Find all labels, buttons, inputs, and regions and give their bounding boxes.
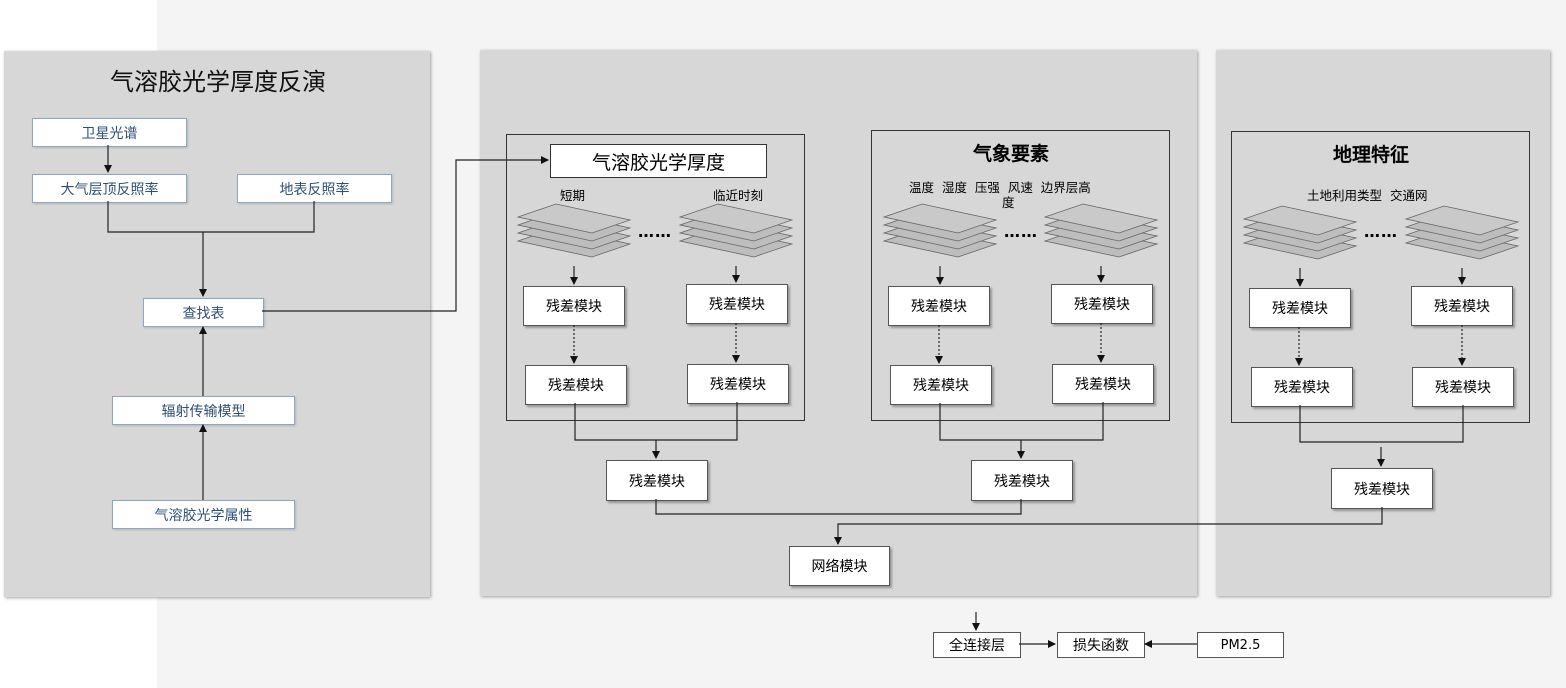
geo-residual-2a: 残差模块 — [1411, 286, 1513, 326]
aod-merge-residual: 残差模块 — [606, 460, 708, 501]
network-module: 网络模块 — [789, 546, 890, 586]
loss-function-node: 损失函数 — [1057, 632, 1145, 658]
aod-retrieval-title: 气溶胶光学厚度反演 — [110, 68, 326, 96]
layer-sheet — [1043, 203, 1159, 234]
fully-connected-layer: 全连接层 — [933, 632, 1021, 658]
geo-stack-right-icon — [1404, 205, 1520, 260]
aod-stack-right-icon — [678, 203, 794, 258]
meteo-residual-1a: 残差模块 — [888, 286, 990, 326]
layer-sheet — [1242, 205, 1358, 236]
layer-sheet — [882, 203, 998, 234]
meteo-merge-residual: 残差模块 — [971, 460, 1073, 501]
layer-sheet — [516, 203, 632, 234]
toa-reflectance-node: 大气层顶反照率 — [32, 174, 187, 203]
satellite-spectrum-node: 卫星光谱 — [32, 118, 187, 147]
radiative-transfer-node: 辐射传输模型 — [112, 396, 295, 425]
layer-sheet — [1404, 205, 1520, 236]
surface-reflectance-node: 地表反照率 — [237, 174, 392, 203]
geo-merge-residual: 残差模块 — [1331, 468, 1433, 509]
geo-frame — [1231, 131, 1530, 423]
meteo-ellipsis: …… — [1004, 222, 1038, 241]
geo-ellipsis: …… — [1364, 222, 1398, 241]
aod-title: 气溶胶光学厚度 — [591, 151, 725, 174]
arrows — [104, 145, 1466, 648]
aod-short-term-label: 短期 — [560, 188, 586, 203]
aod-title-box: 气溶胶光学厚度 — [550, 144, 767, 178]
aod-ellipsis: …… — [638, 222, 672, 241]
aod-recent-label: 临近时刻 — [713, 188, 764, 203]
meteo-title: 气象要素 — [973, 143, 1050, 165]
geo-title: 地理特征 — [1333, 144, 1410, 166]
meteo-residual-1b: 残差模块 — [890, 365, 992, 405]
aod-residual-2b: 残差模块 — [687, 364, 789, 404]
aod-residual-2a: 残差模块 — [686, 284, 788, 324]
layer-stacks — [516, 203, 1520, 260]
meteo-stack-right-icon — [1043, 203, 1159, 258]
layer-sheet — [678, 203, 794, 234]
geo-residual-1a: 残差模块 — [1249, 288, 1351, 328]
meteo-stack-left-icon — [882, 203, 998, 258]
geo-variables: 土地利用类型 交通网 — [1307, 188, 1428, 203]
meteo-residual-2a: 残差模块 — [1051, 284, 1153, 324]
aod-residual-1b: 残差模块 — [525, 365, 627, 405]
aerosol-properties-node: 气溶胶光学属性 — [112, 500, 295, 529]
meteo-frame — [871, 130, 1170, 421]
aod-residual-1a: 残差模块 — [523, 286, 625, 326]
meteo-variables-line1: 温度 湿度 压强 风速 边界层高 — [909, 180, 1091, 195]
aod-stack-left-icon — [516, 203, 632, 258]
meteo-residual-2b: 残差模块 — [1052, 364, 1154, 404]
lookup-table-node: 查找表 — [143, 298, 264, 327]
geo-residual-1b: 残差模块 — [1251, 367, 1353, 407]
aod-frame — [506, 134, 805, 421]
geo-stack-left-icon — [1242, 205, 1358, 260]
meteo-variables-line2: 度 — [1002, 195, 1015, 210]
pm25-node: PM2.5 — [1197, 632, 1284, 658]
geo-residual-2b: 残差模块 — [1412, 367, 1514, 407]
